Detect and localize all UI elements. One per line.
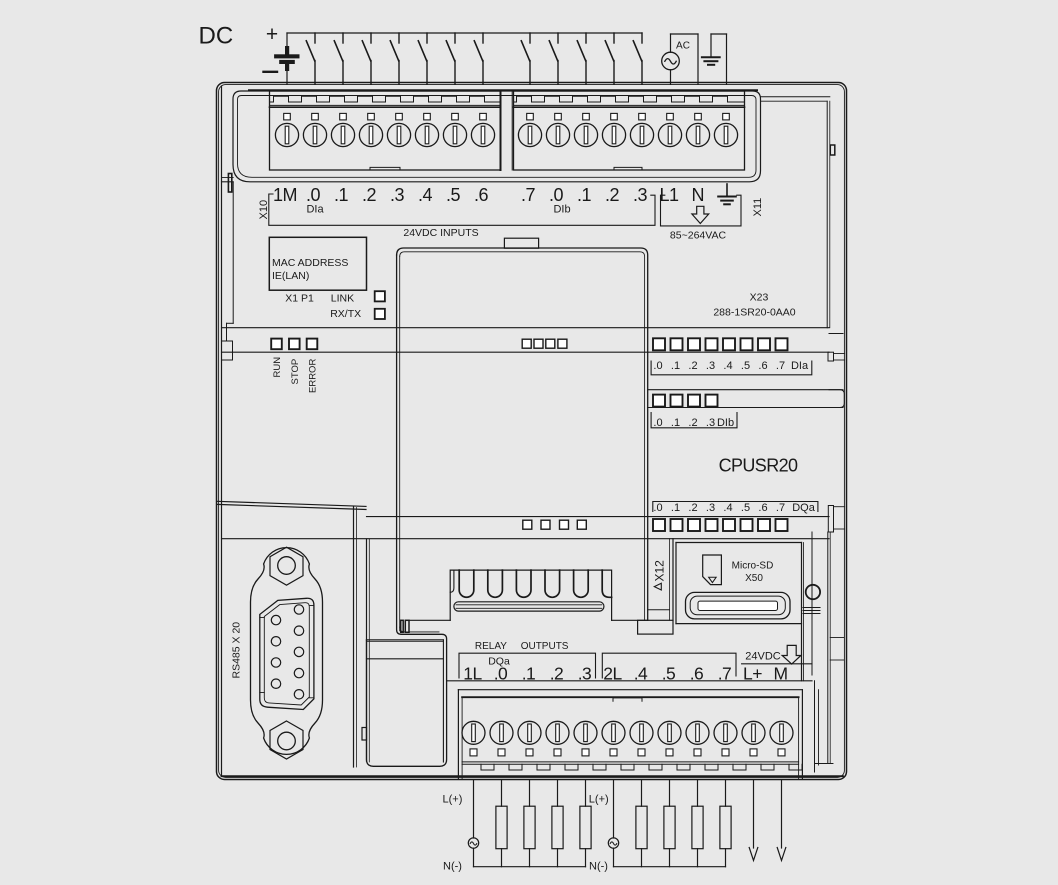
svg-text:.7: .7: [776, 360, 785, 372]
svg-text:X1 P1: X1 P1: [285, 293, 314, 305]
svg-text:STOP: STOP: [290, 359, 301, 385]
svg-text:24VDC: 24VDC: [745, 651, 781, 663]
svg-text:X10: X10: [258, 200, 270, 220]
svg-text:.3: .3: [706, 417, 715, 429]
svg-text:CPUSR20: CPUSR20: [719, 455, 798, 475]
svg-text:DIa: DIa: [791, 360, 809, 372]
svg-text:1L: 1L: [463, 664, 482, 684]
svg-text:.7: .7: [776, 502, 785, 514]
svg-text:85~264VAC: 85~264VAC: [670, 230, 727, 242]
svg-text:.2: .2: [550, 664, 564, 684]
svg-text:.1: .1: [334, 185, 349, 205]
svg-text:L(+): L(+): [589, 794, 609, 806]
svg-text:.4: .4: [418, 185, 433, 205]
svg-text:.1: .1: [577, 185, 592, 205]
svg-text:.7: .7: [718, 664, 732, 684]
svg-text:.7: .7: [521, 185, 536, 205]
svg-text:DQa: DQa: [792, 502, 816, 514]
svg-text:.6: .6: [474, 185, 489, 205]
svg-text:.0: .0: [306, 185, 321, 205]
svg-text:.4: .4: [723, 360, 732, 372]
svg-text:.6: .6: [758, 360, 767, 372]
svg-text:.1: .1: [671, 417, 680, 429]
svg-text:L+: L+: [743, 664, 762, 684]
svg-text:X11: X11: [752, 198, 764, 217]
svg-text:.0: .0: [653, 360, 662, 372]
svg-text:L(+): L(+): [443, 794, 463, 806]
svg-text:.4: .4: [723, 502, 732, 514]
svg-text:.0: .0: [653, 502, 662, 514]
svg-text:2L: 2L: [603, 664, 622, 684]
svg-text:N: N: [692, 185, 705, 205]
svg-text:N(-): N(-): [589, 861, 608, 873]
svg-text:DIb: DIb: [553, 204, 570, 216]
svg-text:288-1SR20-0AA0: 288-1SR20-0AA0: [713, 306, 795, 318]
svg-text:.4: .4: [634, 664, 648, 684]
svg-text:.5: .5: [741, 502, 750, 514]
svg-text:+: +: [266, 23, 278, 46]
svg-text:.3: .3: [578, 664, 592, 684]
svg-text:.2: .2: [688, 417, 697, 429]
svg-text:.1: .1: [522, 664, 536, 684]
svg-text:IE(LAN): IE(LAN): [272, 270, 309, 282]
svg-text:.3: .3: [706, 360, 715, 372]
svg-text:X23: X23: [750, 292, 769, 304]
svg-text:.2: .2: [362, 185, 377, 205]
svg-text:.0: .0: [494, 664, 508, 684]
svg-text:DIb: DIb: [717, 417, 734, 429]
svg-text:RX/TX: RX/TX: [330, 308, 361, 320]
svg-text:.2: .2: [605, 185, 620, 205]
svg-text:LINK: LINK: [331, 293, 354, 305]
svg-text:RELAY: RELAY: [475, 641, 507, 652]
svg-text:DIa: DIa: [306, 204, 324, 216]
svg-text:.0: .0: [653, 417, 662, 429]
svg-text:.1: .1: [671, 502, 680, 514]
svg-text:RUN: RUN: [272, 357, 283, 378]
svg-text:.5: .5: [446, 185, 461, 205]
svg-text:.0: .0: [549, 185, 564, 205]
svg-text:M: M: [773, 664, 787, 684]
svg-text:N(-): N(-): [443, 861, 462, 873]
svg-text:X50: X50: [745, 573, 763, 584]
svg-text:L1: L1: [659, 185, 679, 205]
svg-text:24VDC INPUTS: 24VDC INPUTS: [403, 227, 478, 239]
svg-text:.2: .2: [688, 360, 697, 372]
svg-text:.3: .3: [706, 502, 715, 514]
svg-text:.6: .6: [758, 502, 767, 514]
svg-text:RS485 X 20: RS485 X 20: [231, 622, 243, 679]
svg-text:.5: .5: [741, 360, 750, 372]
svg-text:.1: .1: [671, 360, 680, 372]
svg-text:ERROR: ERROR: [308, 359, 319, 393]
svg-text:DC: DC: [199, 23, 234, 50]
svg-text:X12: X12: [653, 560, 667, 582]
svg-text:Micro-SD: Micro-SD: [732, 561, 774, 572]
svg-text:OUTPUTS: OUTPUTS: [521, 641, 569, 652]
svg-text:.3: .3: [390, 185, 405, 205]
svg-text:.5: .5: [662, 664, 676, 684]
svg-text:.3: .3: [633, 185, 648, 205]
svg-text:AC: AC: [676, 41, 690, 52]
svg-text:MAC ADDRESS: MAC ADDRESS: [272, 257, 348, 269]
svg-text:.6: .6: [690, 664, 704, 684]
svg-text:DQa: DQa: [488, 656, 510, 668]
svg-text:1M: 1M: [273, 185, 297, 205]
svg-text:.2: .2: [688, 502, 697, 514]
